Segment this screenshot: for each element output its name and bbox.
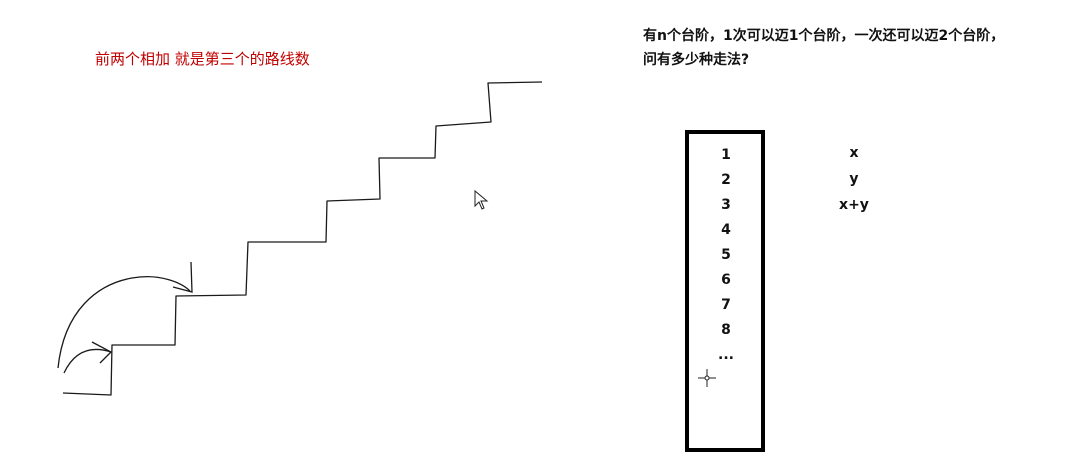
crosshair-cursor-icon (698, 369, 716, 387)
staircase-line (62, 81, 543, 396)
formula-list: x y x+y (824, 143, 884, 221)
step-number-list: 1 2 3 4 5 6 7 8 ... (700, 145, 752, 370)
steps-box (685, 130, 765, 452)
question-text: 有n个台阶，1次可以迈1个台阶，一次还可以迈2个台阶， 问有多少种走法? (643, 24, 1023, 72)
step-number: 3 (721, 197, 731, 213)
arrowhead-small (91, 341, 113, 364)
red-note-text: 前两个相加 就是第三个的路线数 (95, 50, 310, 68)
step-ellipsis: ... (718, 347, 734, 363)
curved-arrow-large (57, 276, 191, 369)
formula-y: y (849, 171, 859, 187)
step-number: 2 (721, 172, 731, 188)
arrowhead-large (172, 261, 193, 293)
step-number: 4 (721, 222, 731, 238)
formula-x: x (849, 145, 859, 161)
step-number: 1 (721, 147, 731, 163)
step-number: 7 (721, 297, 731, 313)
step-number: 6 (721, 272, 731, 288)
formula-sum: x+y (839, 197, 869, 213)
question-line-1: 有n个台阶，1次可以迈1个台阶，一次还可以迈2个台阶， (643, 28, 1005, 44)
arrow-cursor-icon (474, 189, 489, 210)
question-line-2: 问有多少种走法? (643, 52, 750, 68)
step-number: 5 (721, 247, 731, 263)
step-number: 8 (721, 322, 731, 338)
curved-arrow-small (63, 348, 112, 374)
